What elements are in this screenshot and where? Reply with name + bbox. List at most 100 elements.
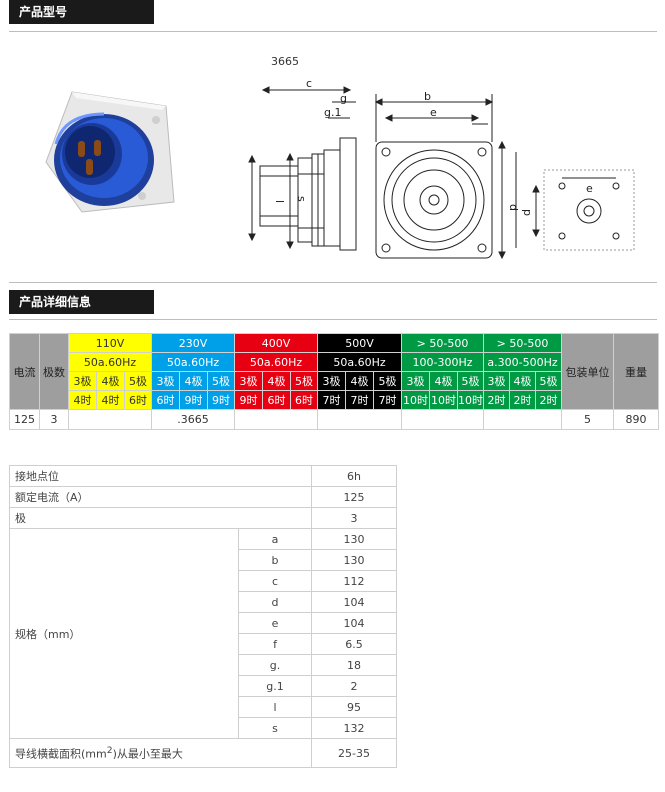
dim-label-l: l: [273, 200, 286, 203]
freq-400v: 50a.60Hz: [234, 352, 318, 372]
pole-cell: 4极: [429, 371, 458, 391]
model-code-value: .3665: [151, 409, 235, 430]
dim-label-d-cutout: d: [520, 209, 533, 216]
dim-key: d: [238, 591, 312, 613]
hour-cell: 7时: [345, 390, 374, 410]
freq-50-500-b: a.300-500Hz: [483, 352, 562, 372]
package-value: 5: [561, 409, 614, 430]
weight-value: 890: [613, 409, 659, 430]
voltage-50-500-b: > 50-500: [483, 333, 562, 353]
dim-value: 104: [311, 591, 397, 613]
pole-cell: 5极: [290, 371, 318, 391]
dim-value: 130: [311, 528, 397, 550]
col-header-current: 电流: [9, 333, 40, 410]
dim-key: f: [238, 633, 312, 655]
grounding-value: 6h: [311, 465, 397, 487]
voltage-400v: 400V: [234, 333, 318, 353]
dim-label-s: s: [295, 196, 308, 202]
wire-section-value: 25-35: [311, 738, 397, 768]
hour-cell: 7时: [373, 390, 402, 410]
hour-cell: 10时: [401, 390, 430, 410]
pole-cell: 3极: [68, 371, 97, 391]
section-title-model: 产品型号: [9, 0, 154, 24]
rated-current-value: 125: [311, 486, 397, 508]
table-row: 125 3 .3665 5 890: [9, 409, 659, 430]
col-header-poles: 极数: [39, 333, 69, 410]
table-row: 极 3: [9, 507, 397, 529]
hour-cell: 6时: [290, 390, 318, 410]
divider: [9, 282, 657, 283]
hour-cell: 4时: [68, 390, 97, 410]
poles-label: 极: [9, 507, 312, 529]
dim-value: 6.5: [311, 633, 397, 655]
dim-value: 104: [311, 612, 397, 634]
dim-key: g.: [238, 654, 312, 676]
voltage-500v: 500V: [317, 333, 402, 353]
dim-key: c: [238, 570, 312, 592]
dim-value: 132: [311, 717, 397, 739]
dim-label-d: d: [507, 204, 520, 211]
hour-cell: 6时: [262, 390, 291, 410]
col-header-weight: 重量: [613, 333, 659, 410]
table-row: f 6.5: [10, 633, 397, 655]
hour-cell: 2时: [509, 390, 536, 410]
section-title-details: 产品详细信息: [9, 290, 154, 314]
table-row: g.1 2: [10, 675, 397, 697]
wire-section-label: 导线横截面积(mm2)从最小至最大: [9, 738, 312, 768]
pole-cell: 4极: [345, 371, 374, 391]
freq-500v: 50a.60Hz: [317, 352, 402, 372]
pole-cell: 5极: [457, 371, 484, 391]
dim-key: a: [238, 528, 312, 550]
pole-cell: 3极: [234, 371, 263, 391]
dims-label: 规格（mm）: [9, 528, 239, 739]
freq-230v: 50a.60Hz: [151, 352, 235, 372]
dim-label-b: b: [424, 90, 431, 103]
dim-value: 95: [311, 696, 397, 718]
dim-label-c: c: [306, 77, 312, 90]
dim-key: s: [238, 717, 312, 739]
dim-key: g.1: [238, 675, 312, 697]
hour-cell: 7时: [317, 390, 346, 410]
dimension-diagram: c g g.1 l s b e d e: [248, 77, 635, 260]
table-row: 额定电流（A） 125: [9, 486, 397, 508]
pole-cell: 3极: [401, 371, 430, 391]
hour-cell: 10时: [457, 390, 484, 410]
hour-cell: 10时: [429, 390, 458, 410]
hour-cell: 6时: [151, 390, 180, 410]
pole-cell: 4极: [179, 371, 208, 391]
table-row: s 132: [10, 717, 397, 739]
dim-value: 130: [311, 549, 397, 571]
hour-cell: 6时: [124, 390, 152, 410]
pole-cell: 4极: [262, 371, 291, 391]
dim-label-e: e: [430, 106, 437, 119]
hour-cell: 4时: [96, 390, 125, 410]
col-header-package: 包装单位: [561, 333, 614, 410]
dim-label-g1: g.1: [324, 106, 341, 119]
rated-current-label: 额定电流（A）: [9, 486, 312, 508]
voltage-230v: 230V: [151, 333, 235, 353]
spec-table: 接地点位 6h 额定电流（A） 125 极 3 规格（mm） a 130 b 1…: [9, 465, 397, 768]
voltage-50-500-a: > 50-500: [401, 333, 484, 353]
dim-value: 18: [311, 654, 397, 676]
dim-key: b: [238, 549, 312, 571]
hour-cell: 2时: [535, 390, 562, 410]
poles-value: 3: [39, 409, 69, 430]
dim-key: l: [238, 696, 312, 718]
divider: [9, 31, 657, 32]
pole-cell: 4极: [96, 371, 125, 391]
dim-key: e: [238, 612, 312, 634]
dim-label-e-cutout: e: [586, 182, 593, 195]
pole-cell: 3极: [317, 371, 346, 391]
table-row: 规格（mm） a 130: [9, 528, 397, 739]
dim-value: 112: [311, 570, 397, 592]
hour-cell: 9时: [207, 390, 235, 410]
table-row: 导线横截面积(mm2)从最小至最大 25-35: [9, 738, 397, 768]
divider: [9, 319, 657, 320]
freq-50-500-a: 100-300Hz: [401, 352, 484, 372]
pole-cell: 3极: [151, 371, 180, 391]
grounding-label: 接地点位: [9, 465, 312, 487]
hour-cell: 9时: [234, 390, 263, 410]
voltage-110v: 110V: [68, 333, 152, 353]
pole-cell: 5极: [124, 371, 152, 391]
pole-cell: 5极: [535, 371, 562, 391]
